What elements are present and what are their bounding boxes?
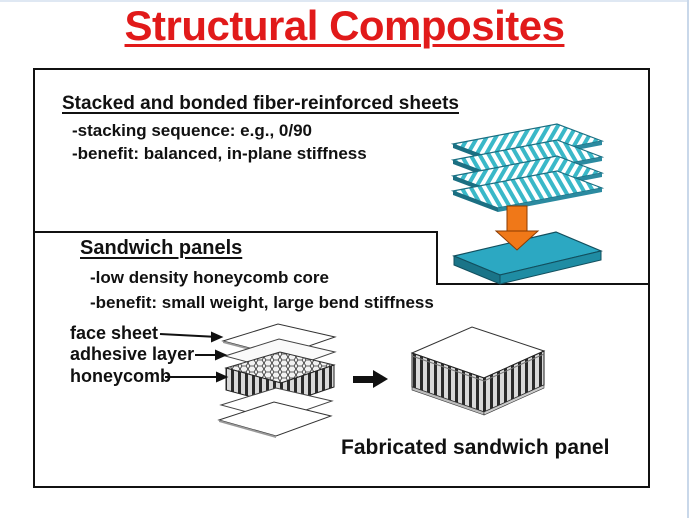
page-title: Structural Composites [124, 2, 565, 49]
bonded-laminate-plate [452, 231, 603, 285]
sandwich-bullet-1: -low density honeycomb core [90, 268, 329, 287]
sandwich-heading: Sandwich panels [80, 237, 243, 259]
sandwich-bullet-2: -benefit: small weight, large bend stiff… [90, 293, 434, 312]
window-right-edge [687, 0, 689, 518]
label-pointer-arrows [159, 331, 229, 383]
right-arrow-icon [353, 370, 388, 388]
content-frame [33, 68, 650, 488]
stacked-heading: Stacked and bonded fiber-reinforced shee… [62, 93, 459, 114]
down-arrow-icon [494, 205, 540, 251]
window-top-edge [0, 0, 689, 2]
fabricated-panel-caption: Fabricated sandwich panel [341, 436, 610, 459]
exploded-sandwich-illustration [159, 323, 337, 438]
section-divider-top [33, 231, 438, 233]
face-sheet-label: face sheet [70, 323, 159, 343]
stacked-bullet-1: -stacking sequence: e.g., 0/90 [72, 121, 312, 140]
fabricated-panel-illustration [410, 326, 546, 416]
adhesive-layer-label: adhesive layer [70, 344, 195, 364]
fiber-sheet-stack-illustration [450, 123, 605, 285]
section-divider-right [436, 283, 650, 285]
stacked-bullet-2: -benefit: balanced, in-plane stiffness [72, 144, 367, 163]
bottom-face-sheet [217, 401, 333, 438]
section-divider-vertical [436, 231, 438, 284]
honeycomb-label: honeycomb [70, 366, 172, 386]
